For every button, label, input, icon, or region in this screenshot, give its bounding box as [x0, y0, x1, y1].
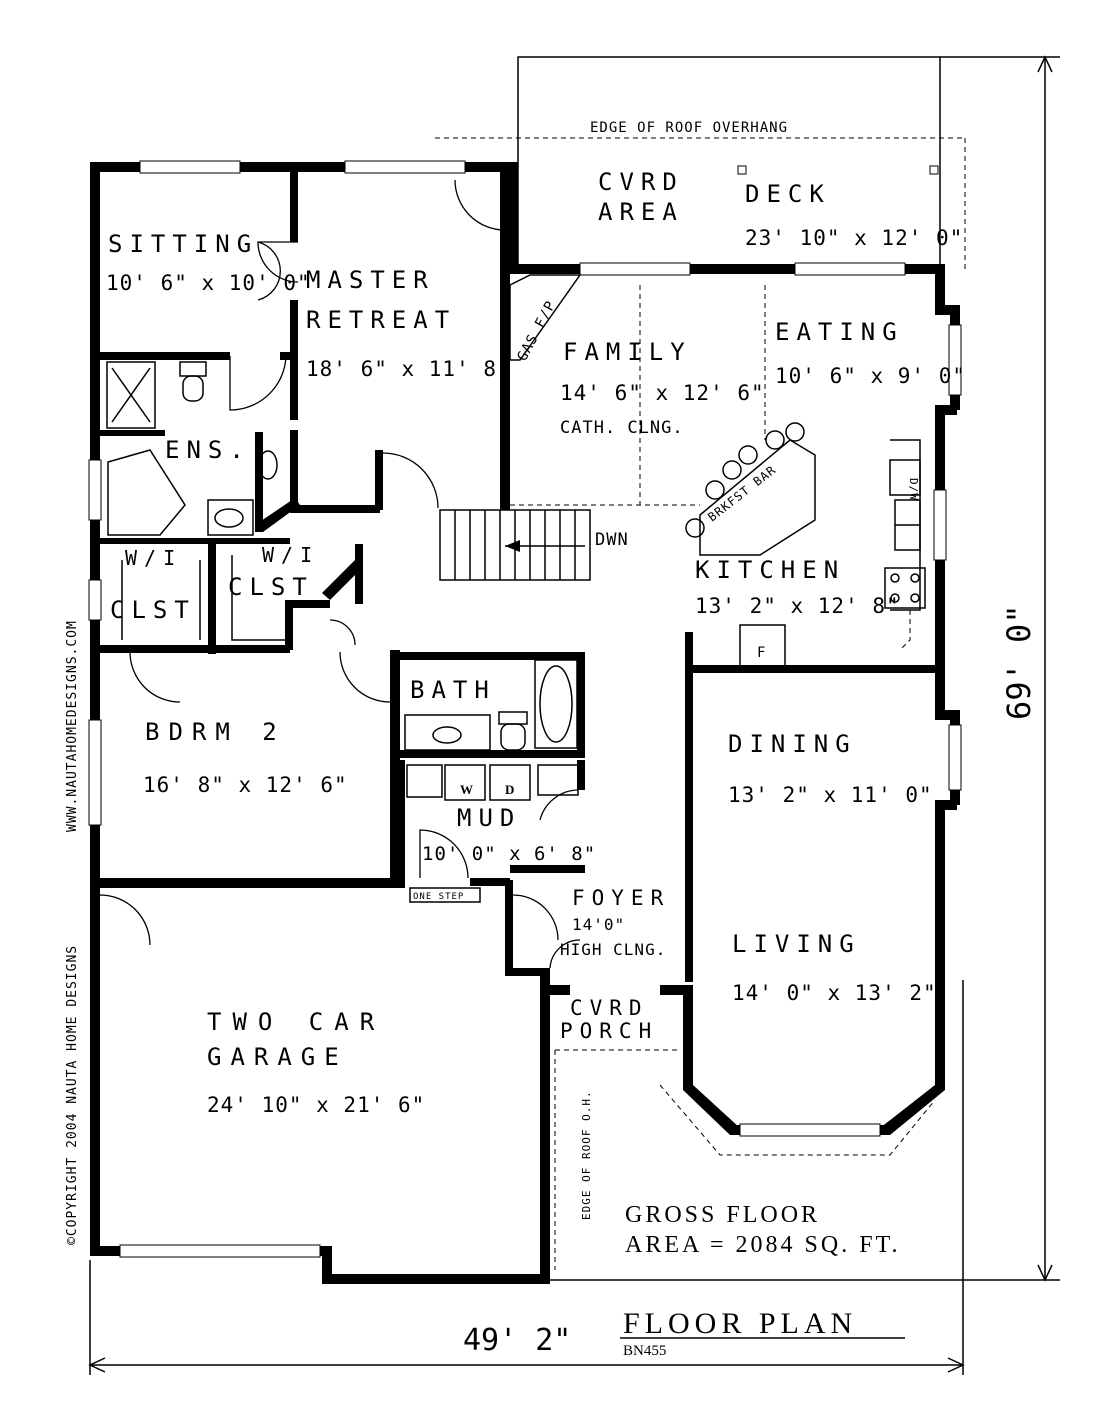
dining-label: DINING [728, 730, 857, 758]
gross-area-value: AREA = 2084 SQ. FT. [625, 1232, 900, 1258]
window [794, 262, 906, 276]
windows [88, 160, 962, 1258]
dimension-lines [88, 55, 1060, 1375]
sitting-dim: 10' 6" x 10' 0" [106, 271, 311, 295]
window [344, 160, 466, 174]
gross-area-label: GROSS FLOOR [625, 1202, 820, 1228]
eating-label: EATING [775, 318, 904, 346]
foyer-note: HIGH CLNG. [560, 940, 666, 959]
cvrd-porch-label: PORCH [560, 1019, 658, 1043]
window [139, 160, 241, 174]
breakfast-bar [685, 422, 816, 556]
mud-label: MUD [457, 804, 521, 832]
copyright-text: ©COPYRIGHT 2004 NAUTA HOME DESIGNS [65, 945, 80, 1245]
kitchen-label: KITCHEN [695, 556, 845, 584]
master-label: MASTER [306, 266, 435, 294]
depth-dimension: 69' 0" [1000, 604, 1038, 720]
bathtub [534, 659, 578, 749]
fridge [739, 624, 786, 668]
foyer-note: 14'0" [572, 915, 625, 934]
master-label: RETREAT [306, 306, 456, 334]
labels: EDGE OF ROOF OVERHANG CVRD AREA DECK 23'… [65, 120, 1038, 1359]
website-text: WWW.NAUTAHOMEDESIGNS.COM [65, 620, 80, 832]
family-note: CATH. CLNG. [560, 418, 684, 438]
stairs-down-label: DWN [595, 530, 629, 550]
window [88, 719, 102, 826]
living-dim: 14' 0" x 13' 2" [732, 981, 937, 1005]
gas-fp-label: GAS F/P [514, 298, 559, 364]
width-dimension: 49' 2" [463, 1323, 571, 1358]
toilet [500, 723, 526, 751]
wi-closet-label: W/I [125, 546, 182, 570]
fridge-label: F [757, 645, 766, 661]
door-swing [257, 241, 299, 283]
family-label: FAMILY [563, 338, 692, 366]
window [88, 579, 102, 621]
living-label: LIVING [732, 930, 861, 958]
dryer-label: D [505, 782, 514, 797]
cvrd-porch-label: CVRD [570, 996, 649, 1020]
ensuite-label: ENS. [165, 436, 251, 464]
wi-closet-label: CLST [228, 573, 314, 601]
brkfst-bar-label: BRKFST BAR [705, 463, 778, 525]
foyer-label: FOYER [572, 886, 670, 910]
roof-overhang-label: EDGE OF ROOF OVERHANG [590, 120, 788, 136]
roof-oh-label: EDGE OF ROOF O.H. [580, 1090, 593, 1220]
cvrd-area-label: AREA [598, 198, 684, 226]
window [579, 262, 691, 276]
cvrd-area-label: CVRD [598, 168, 684, 196]
bathtub [107, 449, 186, 536]
window [948, 724, 962, 791]
deck-post [737, 165, 747, 175]
mud-dim: 10' 0" x 6' 8" [422, 843, 596, 865]
washer-label: W [460, 782, 473, 797]
garage-door [119, 1244, 321, 1258]
washer [444, 764, 486, 801]
eating-dim: 10' 6" x 9' 0" [775, 364, 966, 388]
door-swing [229, 355, 287, 411]
dishwasher-label: D/W [907, 478, 920, 501]
toilet [182, 375, 204, 402]
window [88, 459, 102, 521]
wi-closet-label: W/I [262, 543, 319, 567]
plan-code: BN455 [623, 1343, 666, 1359]
one-step-label: ONE STEP [413, 892, 464, 902]
deck-post [929, 165, 939, 175]
garage-label: GARAGE [207, 1043, 348, 1071]
kitchen-dim: 13' 2" x 12' 8" [695, 594, 900, 618]
range [884, 567, 926, 609]
window [739, 1123, 881, 1137]
deck-dim: 23' 10" x 12' 0" [745, 226, 963, 250]
family-dim: 14' 6" x 12' 6" [560, 381, 765, 405]
wi-closet-label: CLST [110, 596, 196, 624]
details [106, 274, 936, 1270]
bdrm2-dim: 16' 8" x 12' 6" [143, 773, 348, 797]
bath-label: BATH [410, 676, 496, 704]
shower [106, 361, 156, 429]
master-dim: 18' 6" x 11' 8" [306, 357, 511, 381]
bdrm2-label: BDRM 2 [145, 718, 286, 746]
garage-dim: 24' 10" x 21' 6" [207, 1093, 425, 1117]
dryer [489, 764, 531, 801]
sitting-label: SITTING [108, 230, 258, 258]
garage-label: TWO CAR [207, 1008, 385, 1036]
dining-dim: 13' 2" x 11' 0" [728, 783, 933, 807]
doors [99, 179, 581, 969]
deck-label: DECK [745, 180, 831, 208]
window [948, 324, 962, 396]
floor-plan-title: FLOOR PLAN [623, 1307, 857, 1340]
window [933, 489, 947, 561]
staircase [439, 509, 591, 581]
interior-walls [100, 172, 935, 1008]
dishwasher [889, 459, 921, 496]
